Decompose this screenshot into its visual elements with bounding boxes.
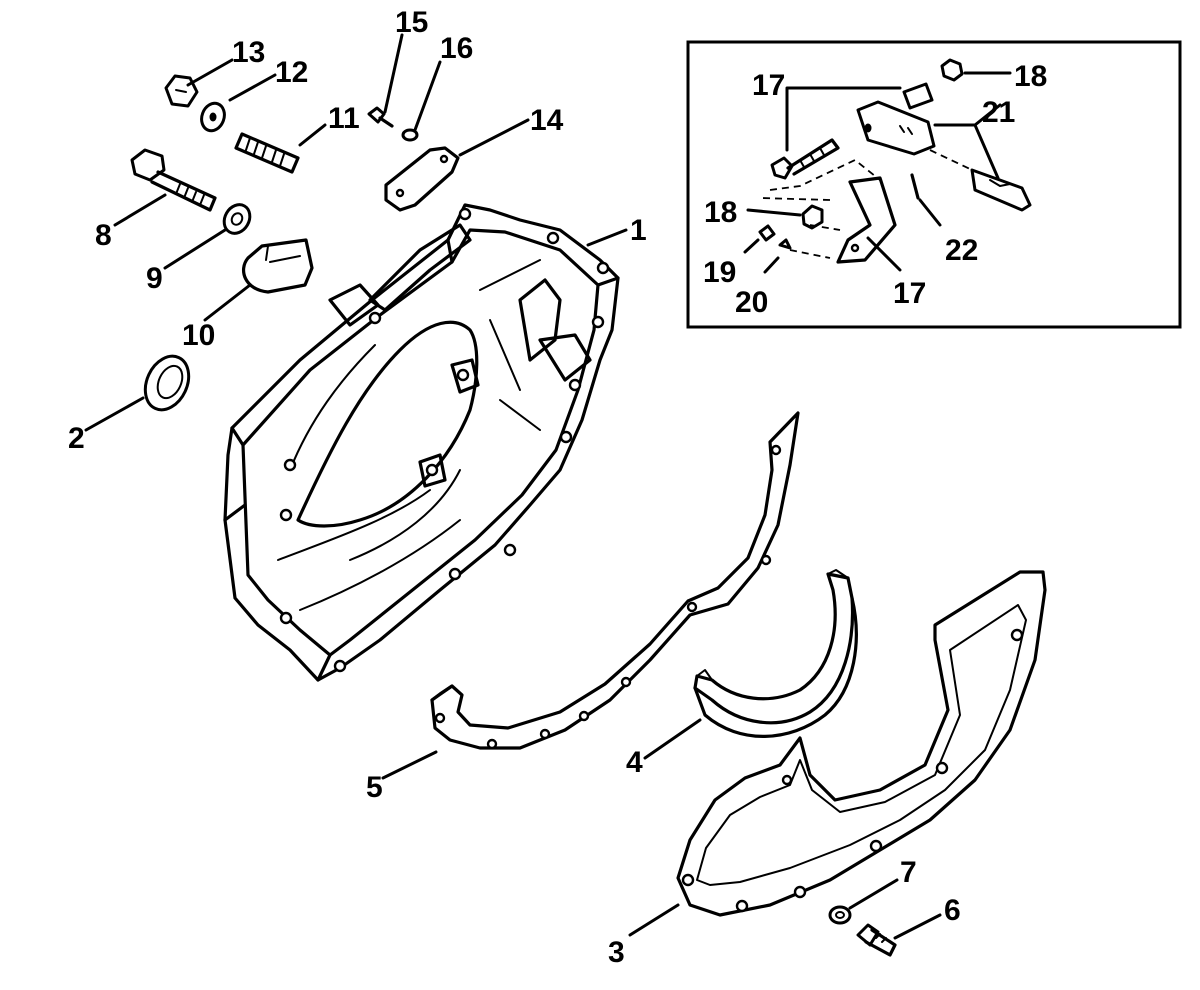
callout-16: 16 (440, 32, 473, 65)
callout-10: 10 (182, 319, 215, 352)
callout-11: 11 (328, 102, 360, 135)
callout-4: 4 (626, 746, 643, 779)
cover-plate (384, 146, 460, 212)
callout-1: 1 (630, 214, 647, 247)
callout-13: 13 (232, 36, 265, 69)
bolt-8 (130, 148, 217, 212)
inset-part-20 (778, 238, 792, 250)
inset-clip (970, 168, 1032, 212)
leader-lines (84, 33, 942, 940)
callout-labels: 1 2 3 4 5 6 7 8 9 10 11 12 13 14 15 16 1… (68, 6, 1047, 969)
inset-callout-22: 22 (945, 234, 978, 267)
callout-12: 12 (275, 56, 308, 89)
inset-bolt (770, 156, 794, 180)
washer-16 (401, 128, 419, 142)
callout-9: 9 (146, 262, 163, 295)
inset-callout-20: 20 (735, 286, 768, 319)
inset-callout-19: 19 (703, 256, 736, 289)
callout-3: 3 (608, 936, 625, 969)
inset-callout-18-top: 18 (1014, 60, 1047, 93)
inset-bushing (902, 82, 934, 110)
inset-detail (686, 40, 1182, 329)
inset-part-19 (758, 224, 776, 242)
inset-frame (686, 40, 1182, 329)
inset-bracket (836, 176, 897, 264)
oil-seal-half (693, 569, 858, 738)
callout-2: 2 (68, 422, 85, 455)
callout-5: 5 (366, 771, 383, 804)
callout-6: 6 (944, 894, 961, 927)
nut-13 (164, 74, 199, 108)
flywheel-cover (676, 570, 1047, 917)
callout-15: 15 (395, 6, 428, 39)
inset-nut-lower (801, 204, 824, 230)
gasket (430, 411, 800, 750)
washer-12 (200, 101, 226, 133)
clamp (242, 238, 314, 294)
inset-callout-17-bottom: 17 (893, 277, 926, 310)
screw-15 (367, 106, 394, 128)
callout-14: 14 (530, 104, 564, 137)
callout-7: 7 (900, 856, 917, 889)
inset-callout-21: 21 (982, 96, 1015, 129)
inset-swivel (856, 100, 936, 156)
callout-8: 8 (95, 219, 112, 252)
flywheel-housing (223, 203, 620, 682)
inset-callout-17-top: 17 (752, 69, 785, 102)
seal (143, 354, 191, 412)
stud (234, 132, 300, 174)
washer-7 (828, 905, 852, 925)
bolt-6 (856, 923, 897, 957)
washer-9 (222, 203, 252, 235)
inset-nut-top (940, 58, 964, 82)
inset-callout-18-left: 18 (704, 196, 737, 229)
